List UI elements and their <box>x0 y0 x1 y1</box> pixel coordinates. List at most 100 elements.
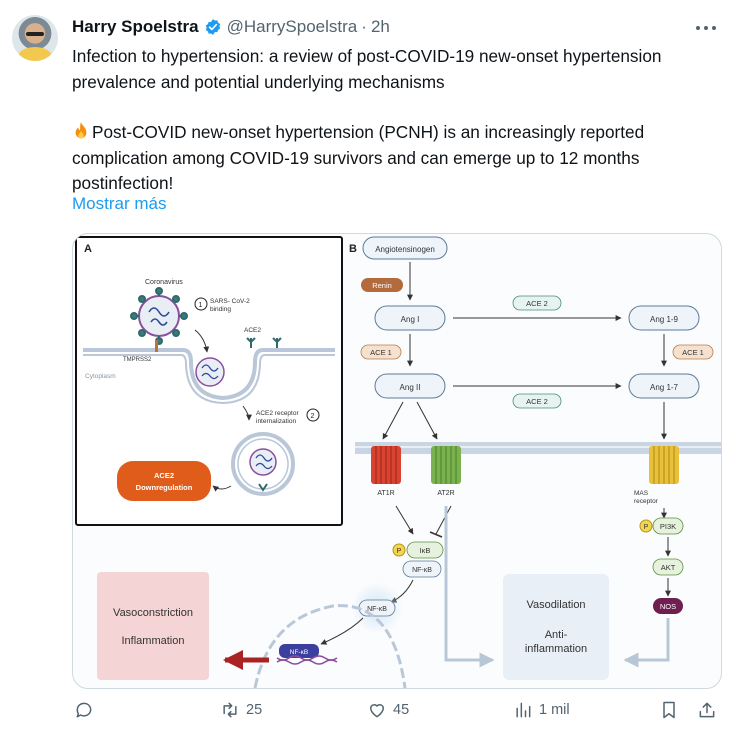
akt-text: AKT <box>661 563 676 572</box>
views-chart-icon <box>516 702 531 718</box>
downreg-arrow <box>212 485 232 492</box>
mas-line1: MAS <box>634 490 649 497</box>
heart-icon <box>370 704 384 718</box>
at1r-text: AT1R <box>377 490 394 497</box>
tmprss2-receptor <box>155 340 158 352</box>
ace2-mid-box <box>512 393 562 409</box>
step2-circle <box>306 408 320 422</box>
views-count: 1 mil <box>539 702 570 718</box>
downreg-line1: ACE2 <box>154 471 174 480</box>
step1-line1: SARS- CoV-2 <box>210 298 250 305</box>
step2-line2: internalization <box>256 418 296 425</box>
step1-arrow <box>194 329 210 353</box>
downreg-line2: Downregulation <box>136 483 193 492</box>
nfkb-text-2: NF-κB <box>367 606 387 613</box>
retweet-button[interactable]: 25 <box>220 700 262 720</box>
tweet-paragraph-1: Infection to hypertension: a review of p… <box>72 46 662 92</box>
avatar[interactable] <box>12 15 58 61</box>
author-handle[interactable]: @HarrySpoelstra <box>226 17 358 36</box>
figure-diagram: A Coronavirus TMPRSS2 Cytoplasm 1 SARS- … <box>75 236 721 688</box>
nfkb-text-1: NF-κB <box>412 567 432 574</box>
ace2-top-text: ACE 2 <box>526 299 548 308</box>
angiotensinogen-text: Angiotensinogen <box>375 245 435 254</box>
p2-text: P <box>644 524 649 531</box>
ang17-text: Ang 1-7 <box>650 383 679 392</box>
cytoplasm-label: Cytoplasm <box>85 373 116 380</box>
tweet-header: Harry Spoelstra @HarrySpoelstra · 2h <box>72 17 390 37</box>
ace2-receptor-1 <box>246 337 256 348</box>
mas-line2: receptor <box>634 498 659 505</box>
timestamp[interactable]: 2h <box>370 17 390 36</box>
show-more-link[interactable]: Mostrar más <box>72 194 167 213</box>
bookmark-button[interactable] <box>659 700 679 720</box>
tweet-paragraph-2-text: Post-COVID new-onset hypertension (PCNH)… <box>72 122 645 193</box>
pi3k-box <box>652 517 684 535</box>
ace1-right-text: ACE 1 <box>682 348 704 357</box>
at2r-text: AT2R <box>437 490 454 497</box>
pi3k-text: PI3K <box>660 522 676 531</box>
tweet-media-image[interactable]: A Coronavirus TMPRSS2 Cytoplasm 1 SARS- … <box>72 233 722 689</box>
ang1-text: Ang I <box>401 315 420 324</box>
anti1-text: Anti- <box>545 629 568 641</box>
tweet-paragraph-2: Post-COVID new-onset hypertension (PCNH)… <box>72 120 727 197</box>
at2r-to-vasodilation-arrow <box>444 506 495 668</box>
share-button[interactable] <box>697 700 717 720</box>
at2r-receptor <box>431 446 461 484</box>
ikb-text: IκB <box>420 546 431 555</box>
renin-box <box>361 278 403 292</box>
reply-button[interactable] <box>74 700 100 720</box>
reply-icon <box>76 702 92 718</box>
ang17-box <box>628 373 700 399</box>
mas-receptor <box>649 446 679 484</box>
inflammation-text: Inflammation <box>122 635 185 647</box>
virus-in-pit <box>195 357 225 387</box>
nos-text: NOS <box>660 602 676 611</box>
ace1-left-box <box>360 344 402 360</box>
panel-a-label: A <box>84 243 92 255</box>
panel-b-label: B <box>349 243 357 255</box>
step1-number: 1 <box>199 302 203 309</box>
ace2-downregulation-box <box>117 461 211 501</box>
nos-box <box>653 598 683 614</box>
vasoconstriction-box <box>97 572 209 680</box>
ace1-right-box <box>672 344 714 360</box>
vasodilation-text: Vasodilation <box>526 599 585 611</box>
panel-a-membrane <box>83 348 335 401</box>
angiotensinogen-box <box>362 236 448 260</box>
step2-arrow <box>242 405 252 421</box>
nfkb-text-3: NF-κB <box>290 649 308 656</box>
ang2-text: Ang II <box>400 383 421 392</box>
ang1-box <box>374 305 446 331</box>
vasoconstriction-text: Vasoconstriction <box>113 607 193 619</box>
p1-circle <box>392 543 406 557</box>
coronavirus-label: Coronavirus <box>145 279 183 286</box>
step2-number: 2 <box>311 413 315 420</box>
like-count: 45 <box>393 702 410 718</box>
step2-line1: ACE2 receptor <box>256 410 299 417</box>
tweet-text: Infection to hypertension: a review of p… <box>72 44 727 197</box>
retweet-icon <box>223 702 237 718</box>
ikb-box <box>406 541 444 559</box>
separator-dot: · <box>361 17 367 36</box>
anti2-text: inflammation <box>525 643 587 655</box>
avatar-shirt <box>18 47 52 61</box>
p2-circle <box>639 519 653 533</box>
ang2-box <box>374 373 446 399</box>
retweet-count: 25 <box>246 702 263 718</box>
avatar-glasses <box>26 32 44 36</box>
ace1-left-text: ACE 1 <box>370 348 392 357</box>
ace2-receptor-2 <box>272 337 282 348</box>
nucleus <box>253 604 407 688</box>
vasodilation-box <box>503 574 609 680</box>
panel-a-membrane-inner <box>83 354 335 405</box>
nos-to-vasodilation-arrow <box>623 618 670 668</box>
more-options-icon[interactable] <box>696 18 716 38</box>
like-button[interactable]: 45 <box>367 700 409 720</box>
akt-box <box>652 558 684 576</box>
author-name[interactable]: Harry Spoelstra <box>72 17 199 36</box>
step1-line2: binding <box>210 306 231 313</box>
bookmark-icon <box>663 701 675 719</box>
at1r-receptor <box>371 446 401 484</box>
ace2-label: ACE2 <box>244 327 261 334</box>
views-button[interactable]: 1 mil <box>513 700 570 720</box>
